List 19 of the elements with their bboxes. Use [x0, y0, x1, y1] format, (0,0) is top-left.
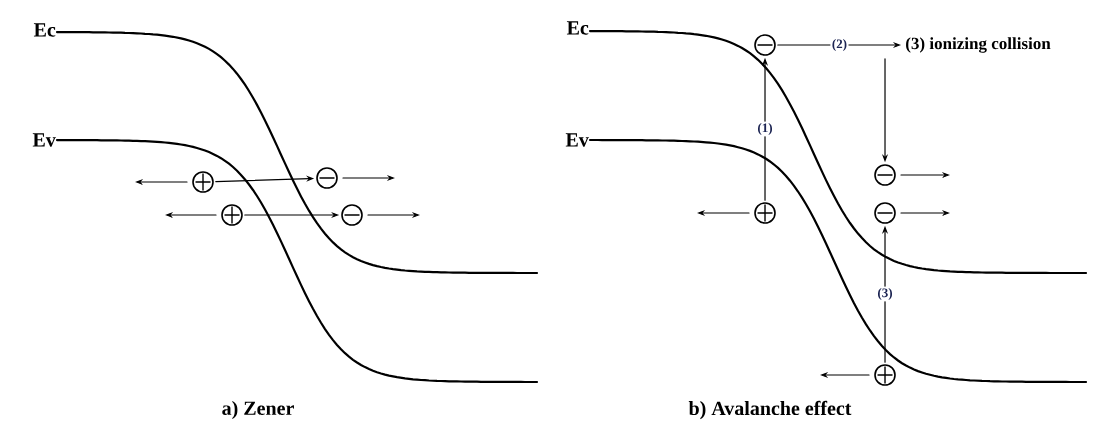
label: Ec: [566, 21, 589, 35]
label: Ev: [32, 133, 56, 147]
label: b) Avalanche effect: [688, 400, 852, 420]
electron-symbol: [341, 204, 363, 226]
electron-symbol: [754, 34, 776, 56]
hole-symbol: [754, 202, 776, 224]
text-label: (3) ionizing collision: [906, 37, 1051, 53]
edge-label: (1): [755, 121, 775, 137]
edge-label: (2): [830, 37, 849, 53]
hole-symbol: [192, 171, 214, 193]
edge-label: (3): [875, 286, 895, 302]
label: Ec: [33, 23, 56, 37]
hole-symbol: [221, 204, 243, 226]
label: a) Zener: [222, 400, 294, 420]
electron-symbol: [316, 167, 338, 189]
hole-symbol: [874, 364, 896, 386]
label: Ev: [565, 133, 589, 147]
electron-symbol: [874, 202, 896, 224]
electron-symbol: [874, 164, 896, 186]
